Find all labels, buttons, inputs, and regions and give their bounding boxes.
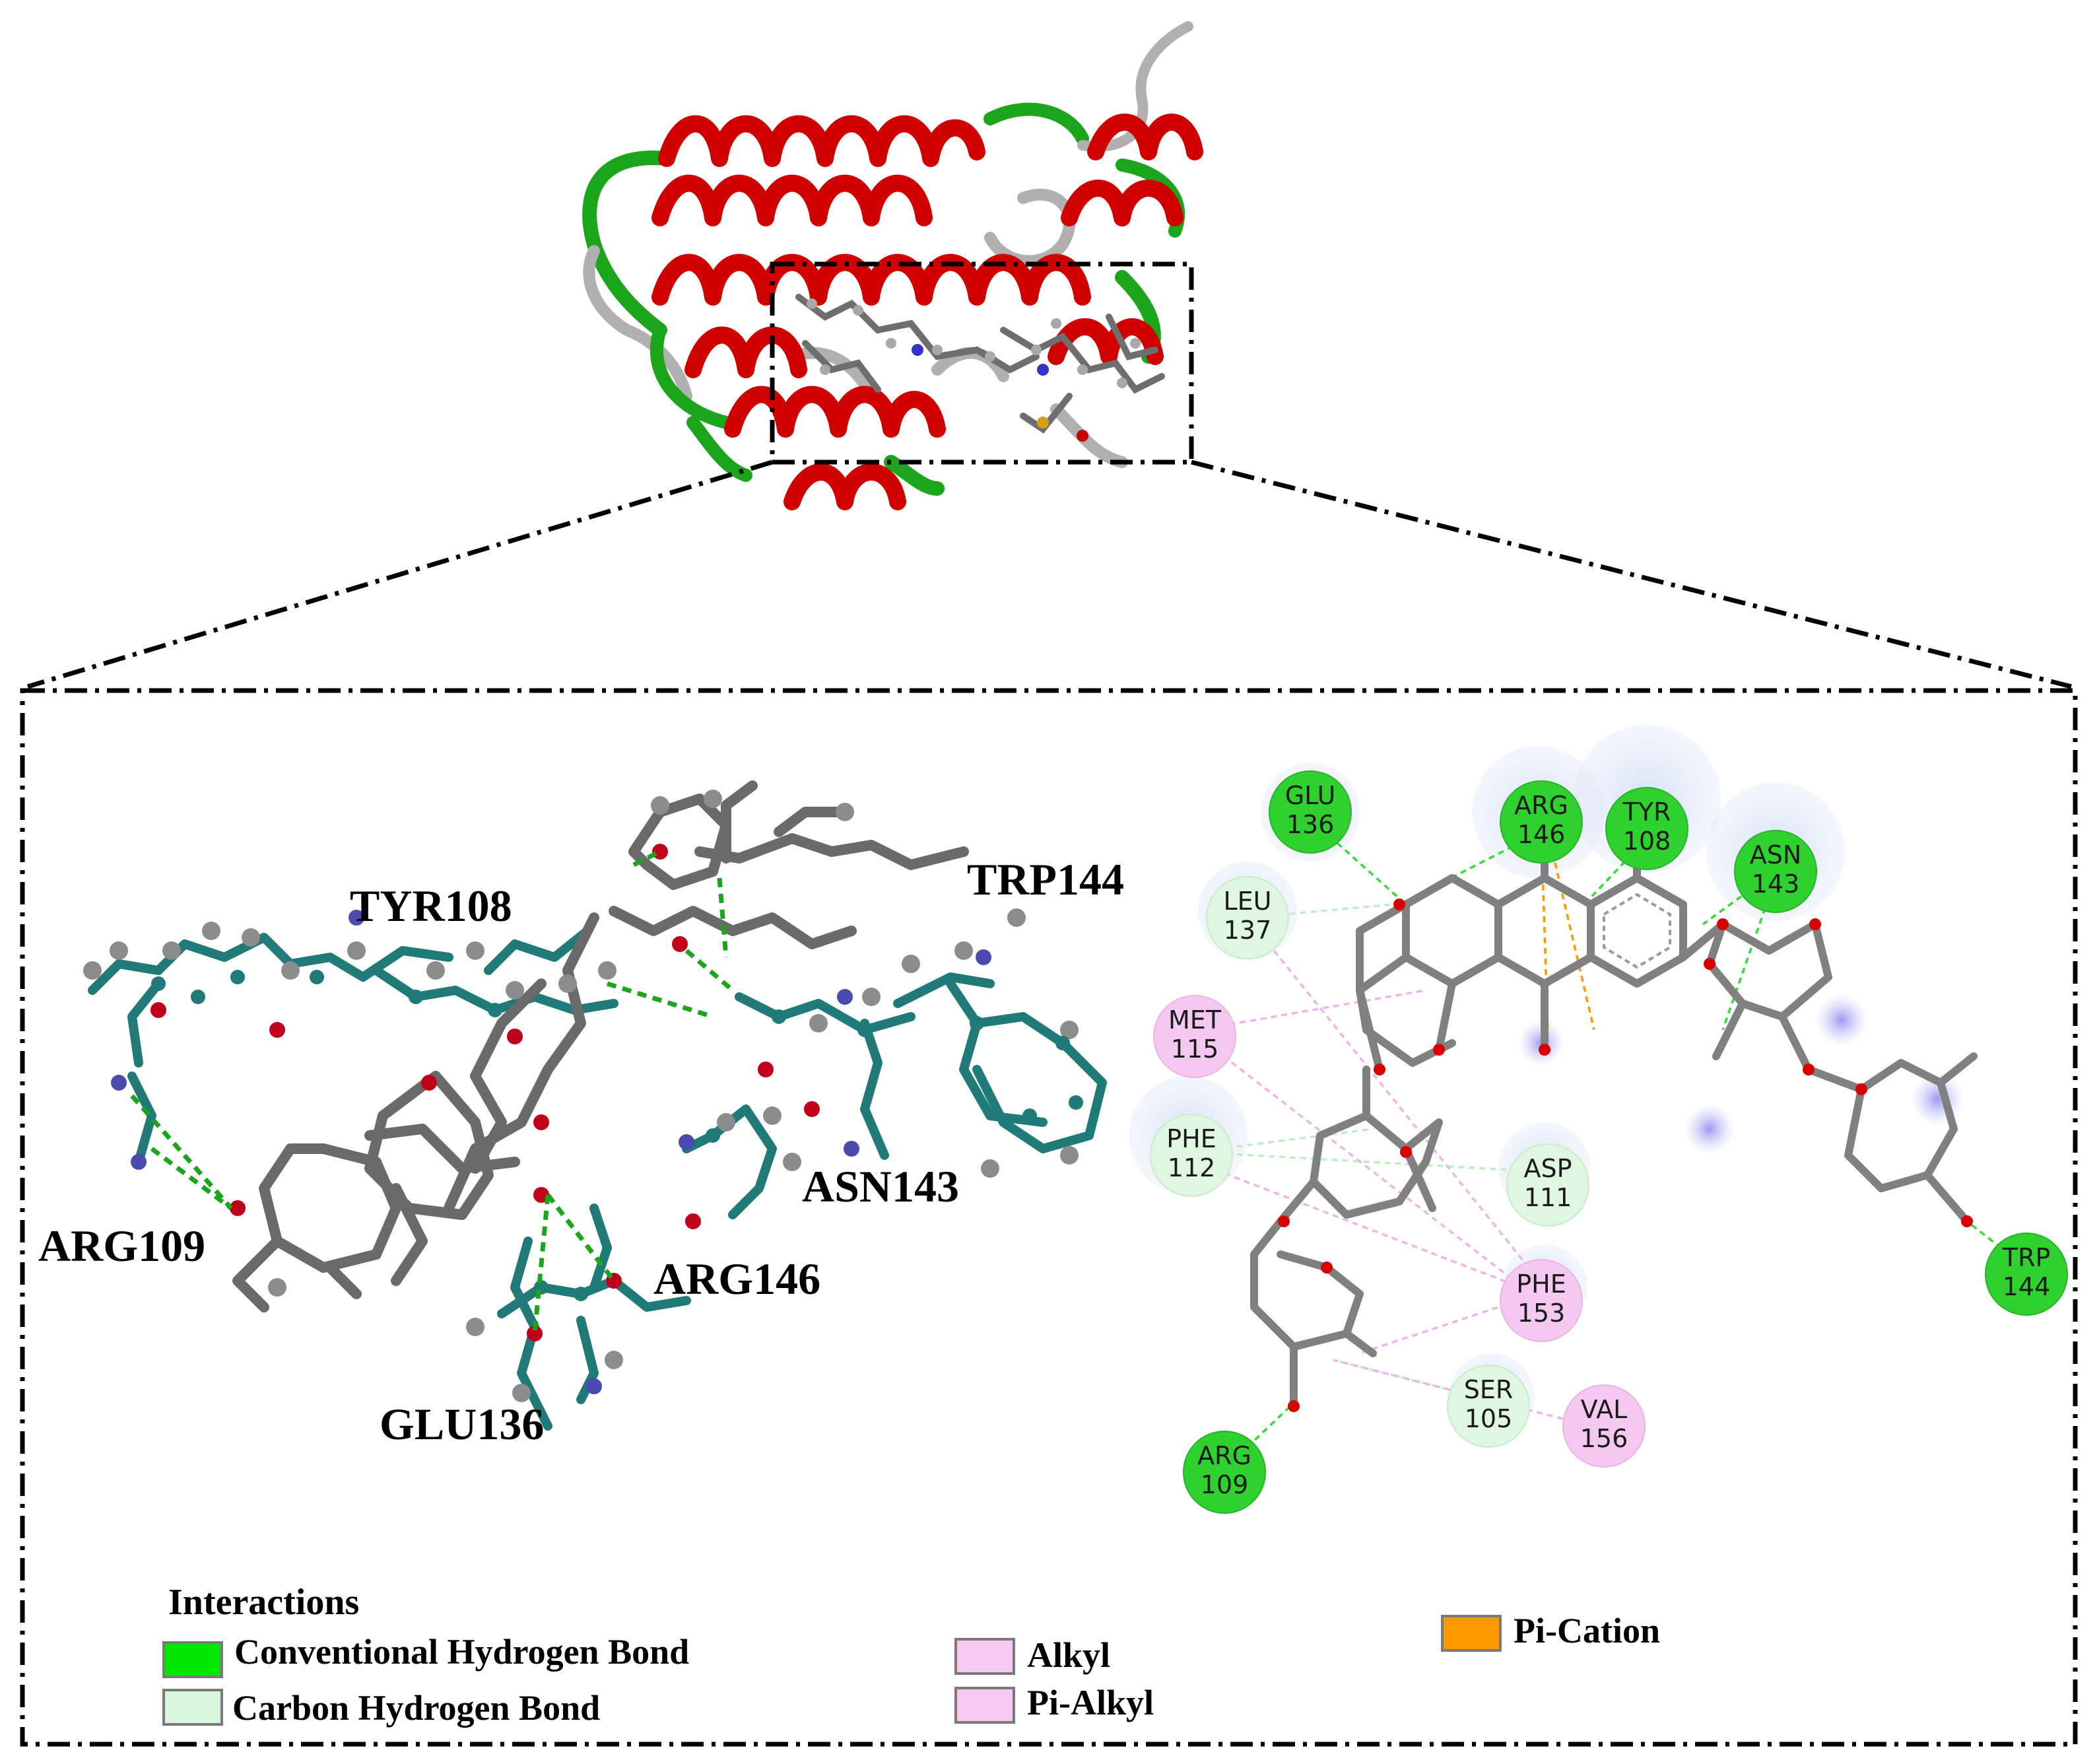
svg-text:Carbon Hydrogen Bond: Carbon Hydrogen Bond xyxy=(232,1688,600,1728)
svg-text:ARG: ARG xyxy=(1514,791,1568,820)
svg-text:PHE: PHE xyxy=(1516,1270,1566,1299)
svg-text:Pi-Cation: Pi-Cation xyxy=(1514,1611,1660,1650)
svg-text:Pi-Alkyl: Pi-Alkyl xyxy=(1027,1683,1154,1722)
svg-text:105: 105 xyxy=(1465,1404,1513,1433)
detail-panel-frame xyxy=(20,688,2078,1747)
svg-text:156: 156 xyxy=(1580,1424,1628,1453)
interaction-3d-view: TYR108 TRP144 ARG109 ASN143 ARG146 GLU13… xyxy=(38,780,1124,1449)
residue-glu136: GLU 136 xyxy=(1269,770,1352,854)
svg-text:136: 136 xyxy=(1286,810,1335,839)
residue-asp111: ASP 111 xyxy=(1506,1143,1589,1227)
svg-text:SER: SER xyxy=(1464,1375,1514,1404)
svg-text:108: 108 xyxy=(1623,827,1671,856)
residue-phe153: PHE 153 xyxy=(1500,1259,1583,1342)
zoom-line-right xyxy=(1191,459,2072,689)
residue-label-asn143: ASN143 xyxy=(802,1161,959,1211)
protein-ribbon xyxy=(582,21,1203,510)
svg-text:ASP: ASP xyxy=(1523,1154,1572,1183)
interaction-legend: Interactions Conventional Hydrogen Bond … xyxy=(162,1582,1660,1728)
svg-text:115: 115 xyxy=(1171,1035,1219,1064)
svg-text:143: 143 xyxy=(1752,869,1800,899)
residue-arg146: ARG 146 xyxy=(1500,780,1583,864)
binding-site-box xyxy=(770,261,1194,465)
legend-item-pi-cation: Pi-Cation xyxy=(1441,1611,1660,1652)
svg-text:144: 144 xyxy=(2003,1272,2051,1301)
residue-label-tyr108: TYR108 xyxy=(350,881,512,931)
svg-text:137: 137 xyxy=(1224,916,1272,945)
residue-ser105: SER 105 xyxy=(1447,1365,1530,1448)
svg-text:109: 109 xyxy=(1201,1470,1249,1499)
svg-text:TYR: TYR xyxy=(1622,797,1671,827)
residue-label-arg109: ARG109 xyxy=(38,1221,205,1271)
residue-label-trp144: TRP144 xyxy=(967,854,1124,904)
svg-text:112: 112 xyxy=(1168,1153,1216,1182)
residue-label-arg146: ARG146 xyxy=(653,1254,820,1304)
svg-text:TRP: TRP xyxy=(2002,1243,2051,1272)
svg-text:Alkyl: Alkyl xyxy=(1027,1635,1110,1675)
svg-text:ARG: ARG xyxy=(1197,1441,1251,1470)
residue-arg109: ARG 109 xyxy=(1183,1431,1266,1514)
legend-item-carbon-hydrogen-bond: Carbon Hydrogen Bond xyxy=(162,1688,600,1728)
residue-val156: VAL 156 xyxy=(1562,1384,1646,1468)
svg-text:VAL: VAL xyxy=(1581,1395,1628,1424)
svg-text:Conventional Hydrogen Bond: Conventional Hydrogen Bond xyxy=(234,1632,689,1672)
zoom-line-left xyxy=(26,459,774,689)
svg-text:153: 153 xyxy=(1517,1299,1566,1328)
residue-trp144: TRP 144 xyxy=(1985,1233,2068,1316)
residue-met115: MET 115 xyxy=(1153,995,1236,1078)
svg-text:111: 111 xyxy=(1524,1183,1572,1212)
svg-text:GLU: GLU xyxy=(1285,781,1336,810)
residue-asn143: ASN 143 xyxy=(1734,830,1817,913)
svg-text:146: 146 xyxy=(1517,820,1566,849)
residue-discs: GLU 136 ARG 146 TYR 108 ASN 143 LEU xyxy=(1150,770,2068,1514)
interaction-2d-diagram: GLU 136 ARG 146 TYR 108 ASN 143 LEU xyxy=(1129,725,2068,1514)
legend-item-pi-alkyl: Pi-Alkyl xyxy=(954,1683,1154,1724)
svg-text:LEU: LEU xyxy=(1224,887,1272,916)
legend-item-alkyl: Alkyl xyxy=(954,1635,1110,1675)
svg-text:MET: MET xyxy=(1168,1005,1222,1035)
legend-title: Interactions xyxy=(168,1582,359,1623)
legend-item-conventional-hydrogen-bond: Conventional Hydrogen Bond xyxy=(162,1632,689,1678)
residue-leu137: LEU 137 xyxy=(1206,876,1289,959)
svg-text:ASN: ASN xyxy=(1750,840,1802,869)
svg-text:PHE: PHE xyxy=(1166,1124,1216,1153)
residue-tyr108: TYR 108 xyxy=(1605,787,1688,870)
residue-phe112: PHE 112 xyxy=(1150,1114,1233,1197)
residue-label-glu136: GLU136 xyxy=(380,1399,544,1449)
